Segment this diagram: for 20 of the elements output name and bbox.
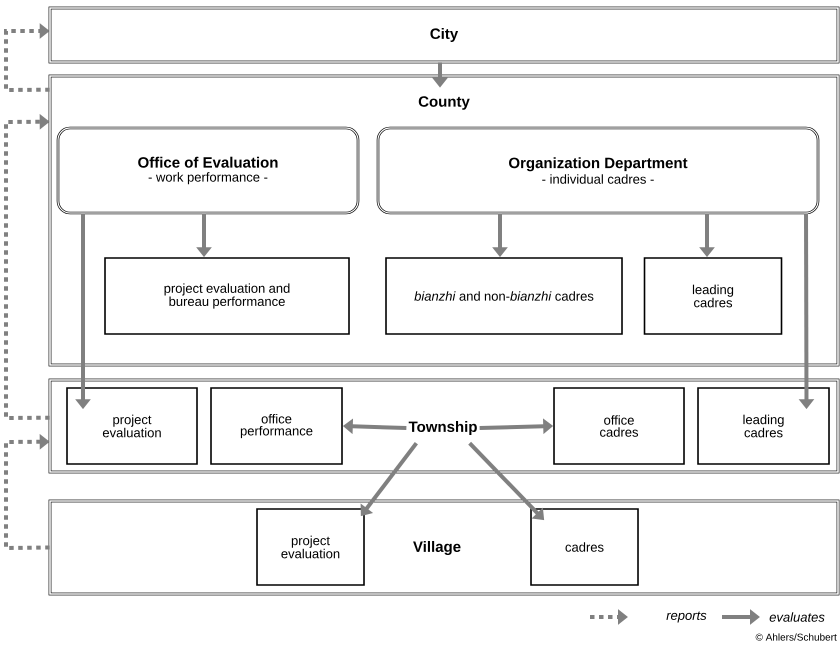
- copyright-note: © Ahlers/Schubert: [756, 633, 837, 641]
- task-box: project evaluation: [66, 387, 198, 465]
- legend-label: reports: [666, 611, 706, 623]
- department-box: Office of Evaluation - work performance -: [56, 126, 360, 214]
- report-arrow: [4, 114, 50, 420]
- task-box: leading cadres: [697, 387, 830, 465]
- task-box: project evaluation and bureau performance: [104, 257, 350, 335]
- department-box: Organization Department - individual cadres -: [376, 126, 820, 214]
- task-box: cadres: [530, 508, 639, 586]
- task-box: project evaluation: [256, 508, 365, 586]
- task-box: office performance: [210, 387, 343, 465]
- level-label: Township: [408, 421, 477, 435]
- task-box: office cadres: [553, 387, 685, 465]
- report-arrow: [4, 23, 50, 92]
- task-box: bianzhi and non-bianzhi cadres: [385, 257, 623, 335]
- level-band: City: [48, 6, 840, 64]
- report-arrow: [4, 434, 50, 550]
- level-band: [48, 378, 840, 474]
- legend-label: evaluates: [770, 612, 825, 622]
- task-box: leading cadres: [644, 257, 782, 335]
